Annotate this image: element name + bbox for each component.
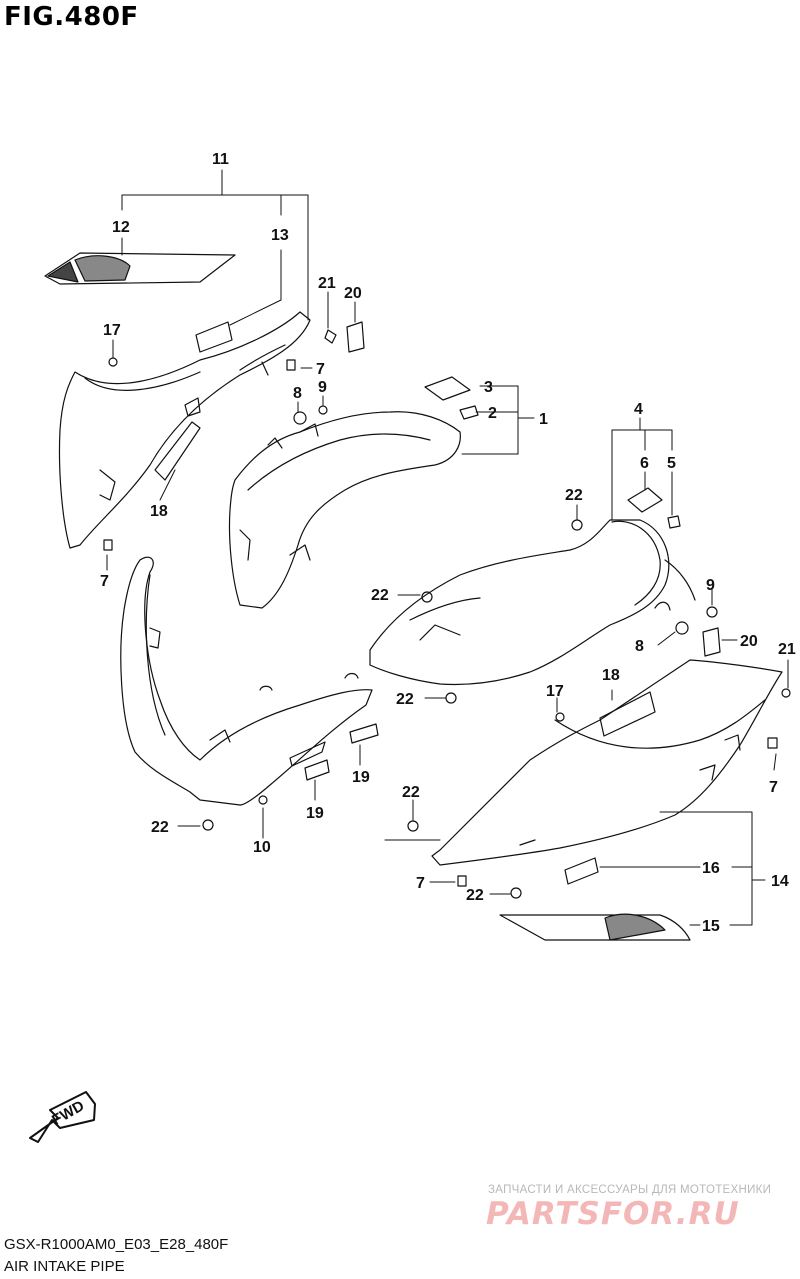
right-side-cover [431, 659, 783, 885]
part-labels: 11 12 13 21 20 17 7 9 8 3 2 1 4 6 5 18 2… [49, 151, 796, 1129]
sticker-2 [459, 405, 479, 420]
label-11: 11 [212, 151, 229, 168]
label-1: 1 [539, 411, 548, 428]
label-2: 2 [488, 405, 497, 422]
label-18-left: 18 [150, 503, 168, 520]
label-7-right: 7 [769, 779, 778, 796]
label-17-right: 17 [546, 683, 564, 700]
decal-12 [44, 252, 236, 285]
figure-title: FIG.480F [4, 2, 139, 32]
label-9-left: 9 [318, 379, 327, 396]
fasteners [103, 329, 791, 899]
sticker-19-b [304, 759, 330, 781]
left-upper-cover [58, 311, 311, 549]
label-9-right: 9 [706, 577, 715, 594]
label-22-top: 22 [565, 487, 583, 504]
label-10: 10 [253, 839, 271, 856]
watermark-subtitle: ЗАПЧАСТИ И АКСЕССУАРЫ ДЛЯ МОТОТЕХНИКИ [488, 1184, 772, 1196]
diagram-caption: AIR INTAKE PIPE [4, 1258, 125, 1275]
label-16: 16 [702, 860, 720, 877]
intake-duct [228, 411, 461, 609]
label-18-right: 18 [602, 667, 620, 684]
label-4: 4 [634, 401, 643, 418]
sticker-18-right [599, 691, 656, 737]
label-22-bottom: 22 [466, 887, 484, 904]
label-8-right: 8 [635, 638, 644, 655]
diagram-code: GSX-R1000AM0_E03_E28_480F [4, 1236, 229, 1253]
watermark-brand: PARTSFOR.RU [486, 1196, 740, 1232]
right-intake-duct [369, 519, 696, 686]
label-7-top: 7 [316, 361, 325, 378]
sticker-5 [667, 515, 681, 529]
decal-15 [499, 913, 691, 941]
label-20-right: 20 [740, 633, 758, 650]
label-14: 14 [771, 873, 789, 890]
sticker-20-right [702, 627, 721, 657]
label-6: 6 [640, 455, 649, 472]
label-12: 12 [112, 219, 130, 236]
label-20-left: 20 [344, 285, 362, 302]
label-17-left: 17 [103, 322, 121, 339]
fwd-arrow-icon [29, 1091, 96, 1143]
label-21-right: 21 [778, 641, 796, 658]
label-22-lower: 22 [402, 784, 420, 801]
label-19-right: 19 [352, 769, 370, 786]
label-13: 13 [271, 227, 289, 244]
label-7-bottom: 7 [416, 875, 425, 892]
label-22-left: 22 [396, 691, 414, 708]
label-5: 5 [667, 455, 676, 472]
label-22-mid: 22 [371, 587, 389, 604]
sticker-20-left [346, 321, 365, 353]
sticker-3 [424, 376, 471, 401]
label-22-bottom-left: 22 [151, 819, 169, 836]
label-15: 15 [702, 918, 720, 935]
sticker-6 [627, 487, 663, 513]
label-7-left: 7 [100, 573, 109, 590]
sticker-19-a [349, 723, 379, 744]
label-19-left: 19 [306, 805, 324, 822]
leader-lines [106, 169, 789, 926]
label-3: 3 [484, 379, 493, 396]
label-21-left: 21 [318, 275, 336, 292]
label-8-left: 8 [293, 385, 302, 402]
left-lower-cover [120, 556, 373, 806]
